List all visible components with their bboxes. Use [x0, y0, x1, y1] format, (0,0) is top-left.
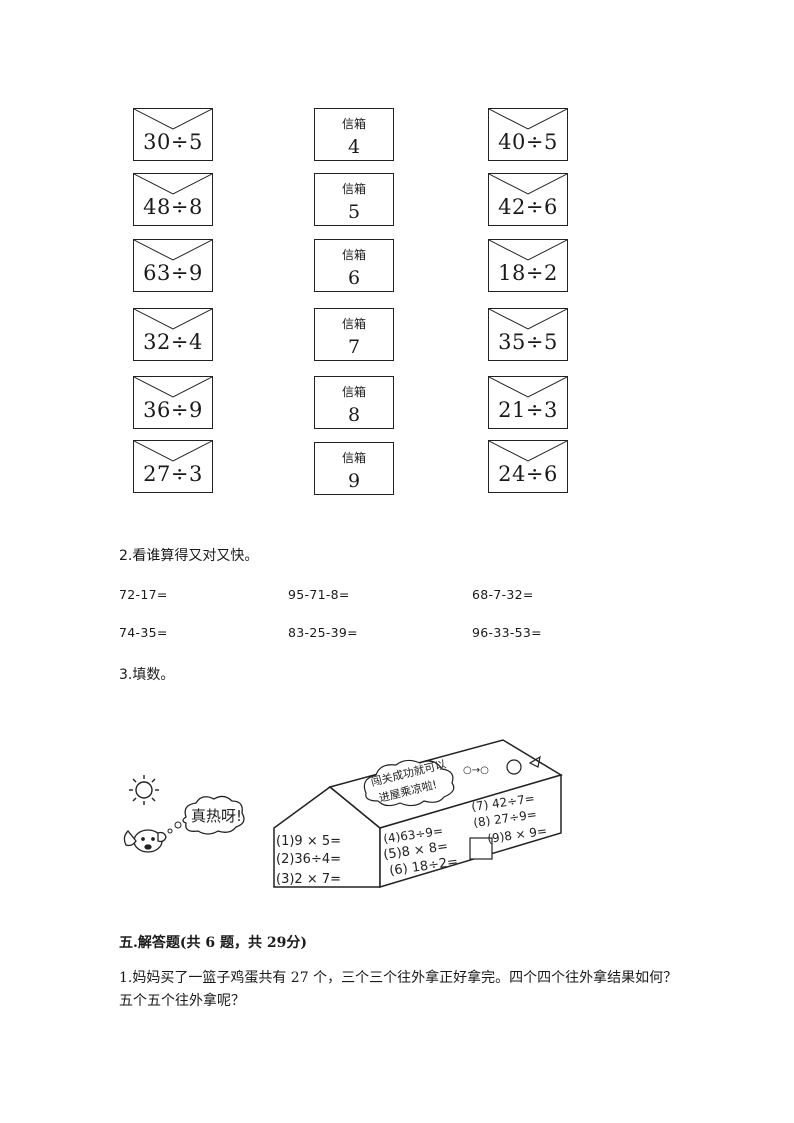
envelope-left-5: 36÷9 [133, 376, 213, 429]
envelope-right-2: 42÷6 [488, 173, 568, 226]
mailbox-number: 4 [347, 136, 361, 158]
mailbox-9: 信箱 9 [314, 442, 394, 495]
house-illustration: 真热呀! 闯关成功就可以 进屋乘凉啦! ○→○ (1)9 × 5= (2)36÷… [123, 739, 563, 889]
envelope-expression: 36÷9 [143, 398, 203, 422]
calc-2: 95-71-8= [288, 587, 350, 602]
envelope-left-4: 32÷4 [133, 308, 213, 361]
mailbox-number: 7 [347, 336, 361, 358]
arrow-dots-icon: ○→○ [463, 765, 489, 776]
sign-cloud-icon [363, 759, 455, 807]
envelope-right-6: 24÷6 [488, 440, 568, 493]
thought-dot-icon [174, 821, 182, 829]
mailbox-5: 信箱 5 [314, 173, 394, 226]
speech-cloud-icon [182, 795, 245, 835]
envelope-expression: 24÷6 [498, 462, 558, 486]
mailbox-label: 信箱 [341, 248, 366, 262]
calc-5: 83-25-39= [288, 625, 358, 640]
section2-heading: 2.看谁算得又对又快。 [119, 548, 259, 564]
mailbox-number: 9 [347, 470, 361, 492]
knob-icon [506, 759, 522, 775]
section5-title: 五.解答题(共 6 题，共 29分) [119, 935, 307, 951]
envelope-expression: 35÷5 [498, 330, 558, 354]
calc-3: 68-7-32= [472, 587, 534, 602]
house-front-wall [379, 773, 562, 889]
envelope-right-1: 40÷5 [488, 108, 568, 161]
envelope-left-6: 27÷3 [133, 440, 213, 493]
mailbox-number: 6 [347, 267, 361, 289]
envelope-expression: 63÷9 [143, 261, 203, 285]
speech-text: 真热呀! [191, 807, 242, 825]
flag-icon [528, 755, 541, 768]
envelope-right-5: 21÷3 [488, 376, 568, 429]
envelope-left-3: 63÷9 [133, 239, 213, 292]
envelope-expression: 30÷5 [143, 130, 203, 154]
mailbox-number: 8 [347, 404, 361, 426]
mailbox-label: 信箱 [341, 182, 366, 196]
envelope-expression: 48÷8 [143, 195, 203, 219]
envelope-right-3: 18÷2 [488, 239, 568, 292]
mailbox-6: 信箱 6 [314, 239, 394, 292]
mailbox-label: 信箱 [341, 385, 366, 399]
envelope-expression: 40÷5 [498, 130, 558, 154]
eq-2: (2)36÷4= [276, 852, 341, 867]
mailbox-label: 信箱 [341, 451, 366, 465]
envelope-expression: 18÷2 [498, 261, 558, 285]
section3-heading: 3.填数。 [119, 667, 175, 683]
calc-1: 72-17= [119, 587, 168, 602]
envelope-expression: 42÷6 [498, 195, 558, 219]
envelope-expression: 27÷3 [143, 462, 203, 486]
sun-icon [129, 775, 159, 805]
mailbox-7: 信箱 7 [314, 308, 394, 361]
mailbox-number: 5 [347, 201, 361, 223]
envelope-expression: 21÷3 [498, 398, 558, 422]
envelope-left-2: 48÷8 [133, 173, 213, 226]
problem-1: 1.妈妈买了一篮子鸡蛋共有 27 个，三个三个往外拿正好拿完。四个四个往外拿结果… [119, 970, 678, 1009]
mailbox-label: 信箱 [341, 317, 366, 331]
calc-6: 96-33-53= [472, 625, 542, 640]
puppy-icon [123, 829, 167, 853]
mailbox-4: 信箱 4 [314, 108, 394, 161]
mailbox-8: 信箱 8 [314, 376, 394, 429]
eq-1: (1)9 × 5= [276, 834, 341, 849]
envelope-left-1: 30÷5 [133, 108, 213, 161]
eq-3: (3)2 × 7= [276, 872, 341, 887]
envelope-expression: 32÷4 [143, 330, 203, 354]
calc-4: 74-35= [119, 625, 168, 640]
mailbox-label: 信箱 [341, 117, 366, 131]
house-door [469, 837, 493, 860]
envelope-right-4: 35÷5 [488, 308, 568, 361]
thought-dot-icon [167, 828, 173, 834]
